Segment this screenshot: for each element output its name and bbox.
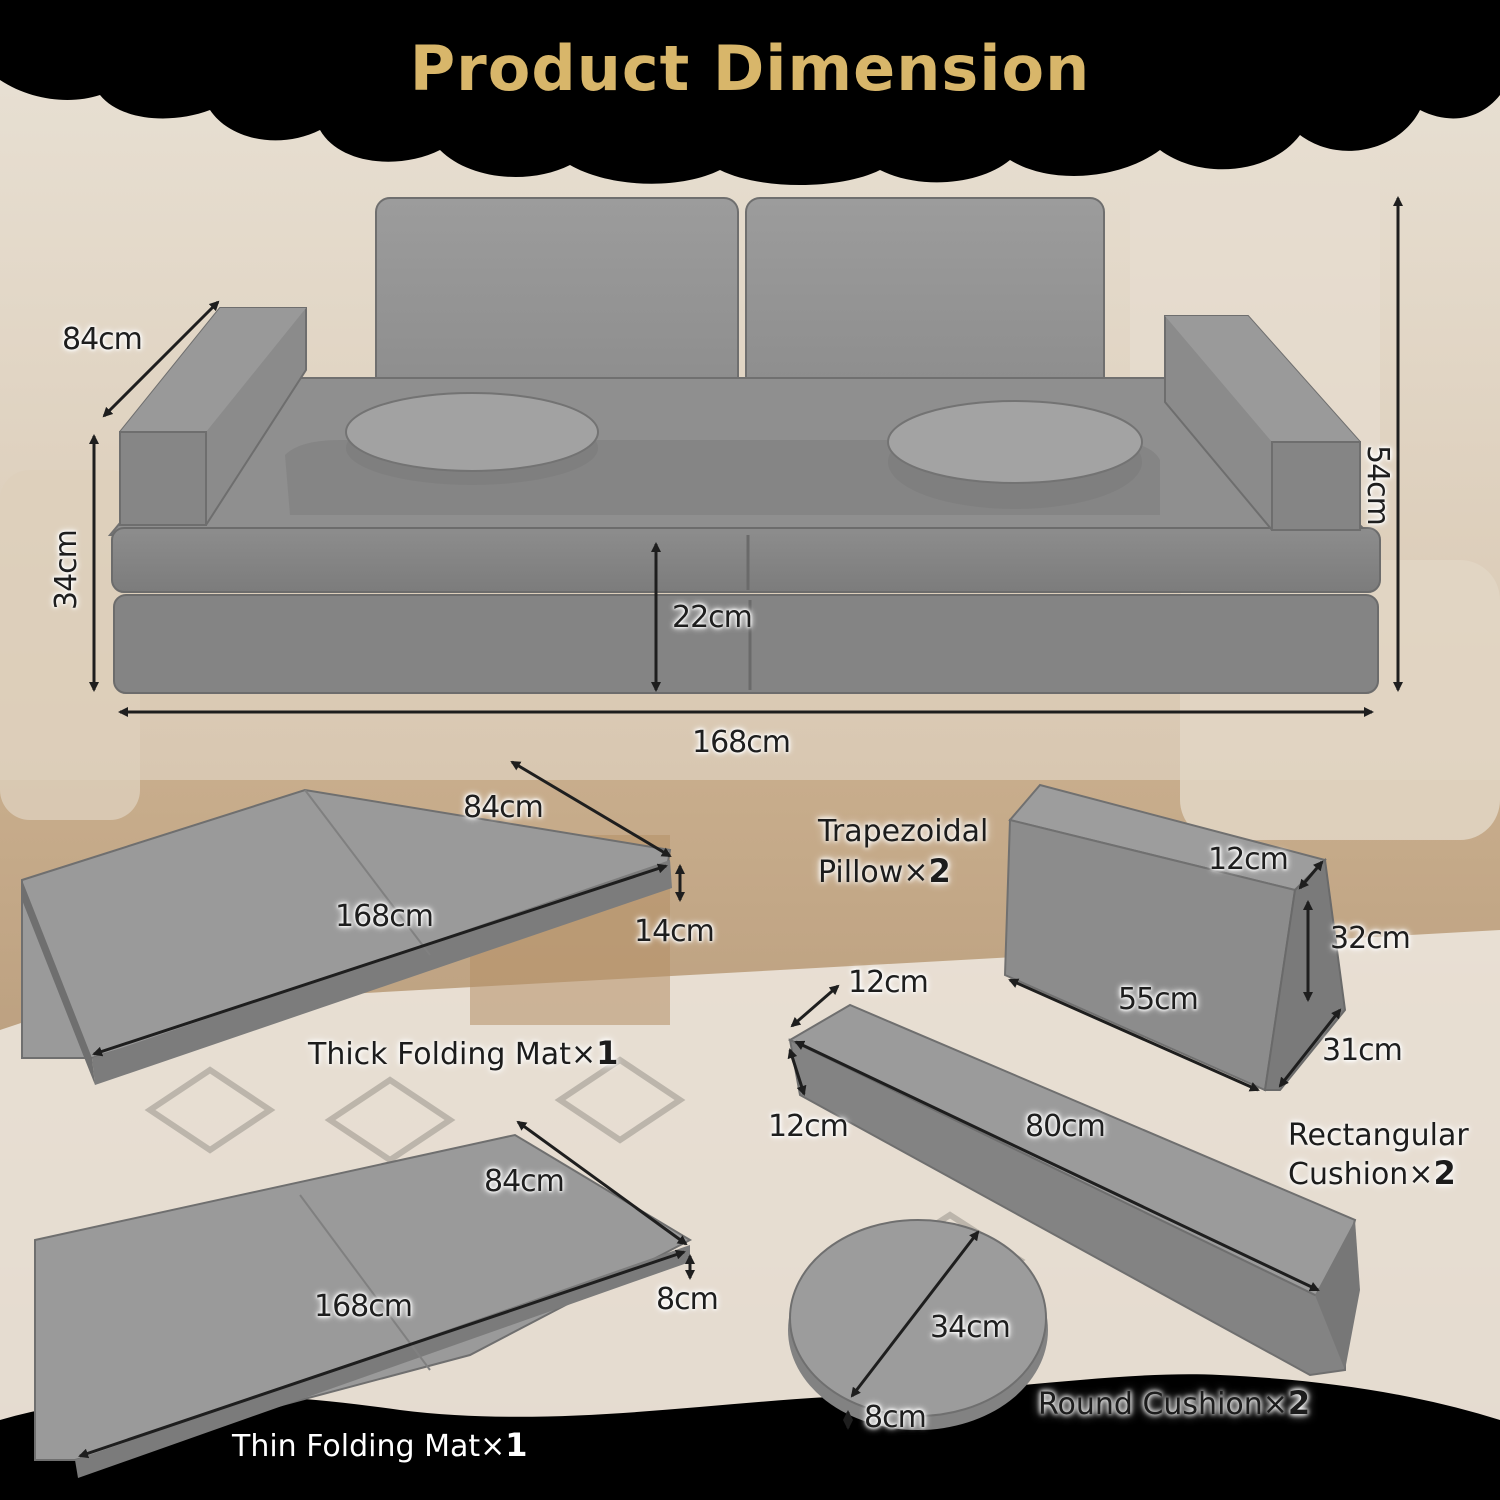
sofa-depth-label: 84cm [62,322,143,357]
page-title: Product Dimension [409,32,1091,105]
thick-mat-thickness-label: 14cm [634,914,715,949]
trapezoidal-pillow-base-label: 31cm [1322,1033,1403,1068]
rect-cushion-height-label: 12cm [768,1109,849,1144]
rect-cushion-width-label: 12cm [848,965,929,1000]
title-banner [0,0,1500,185]
trapezoidal-pillow-height-label: 32cm [1330,921,1411,956]
thin-mat-width-label: 84cm [484,1164,565,1199]
dimension-arrows [78,196,1403,1459]
thin-mat-name: Thin Folding Mat×1 [232,1426,528,1464]
sofa-height-label: 54cm [1360,445,1395,525]
sofa-mat-height-label: 22cm [672,600,753,635]
trapezoidal-pillow-name-line1: Trapezoidal [818,814,989,849]
rect-cushion-name-line1: Rectangular [1288,1118,1469,1153]
thick-mat-width-label: 84cm [463,790,544,825]
trapezoidal-pillow-name-line2: Pillow×2 [818,852,951,890]
thin-mat-thickness-label: 8cm [656,1282,719,1317]
round-cushion-name: Round Cushion×2 [1038,1384,1311,1422]
sofa-width-label: 168cm [692,725,791,760]
thick-mat-length-label: 168cm [335,899,434,934]
rect-cushion-name-line2: Cushion×2 [1288,1154,1456,1192]
background-chair [0,470,140,820]
thin-mat-length-label: 168cm [314,1289,413,1324]
trapezoidal-pillow-length-label: 55cm [1118,982,1199,1017]
trapezoidal-pillow-top-label: 12cm [1208,842,1289,877]
rect-cushion-length-label: 80cm [1025,1109,1106,1144]
sofa-assembly [107,197,1381,694]
thick-mat-name: Thick Folding Mat×1 [308,1034,619,1072]
round-cushion-diameter-label: 34cm [930,1310,1011,1345]
round-cushion-thickness-label: 8cm [864,1400,927,1435]
sofa-seat-height-label: 34cm [49,530,84,610]
